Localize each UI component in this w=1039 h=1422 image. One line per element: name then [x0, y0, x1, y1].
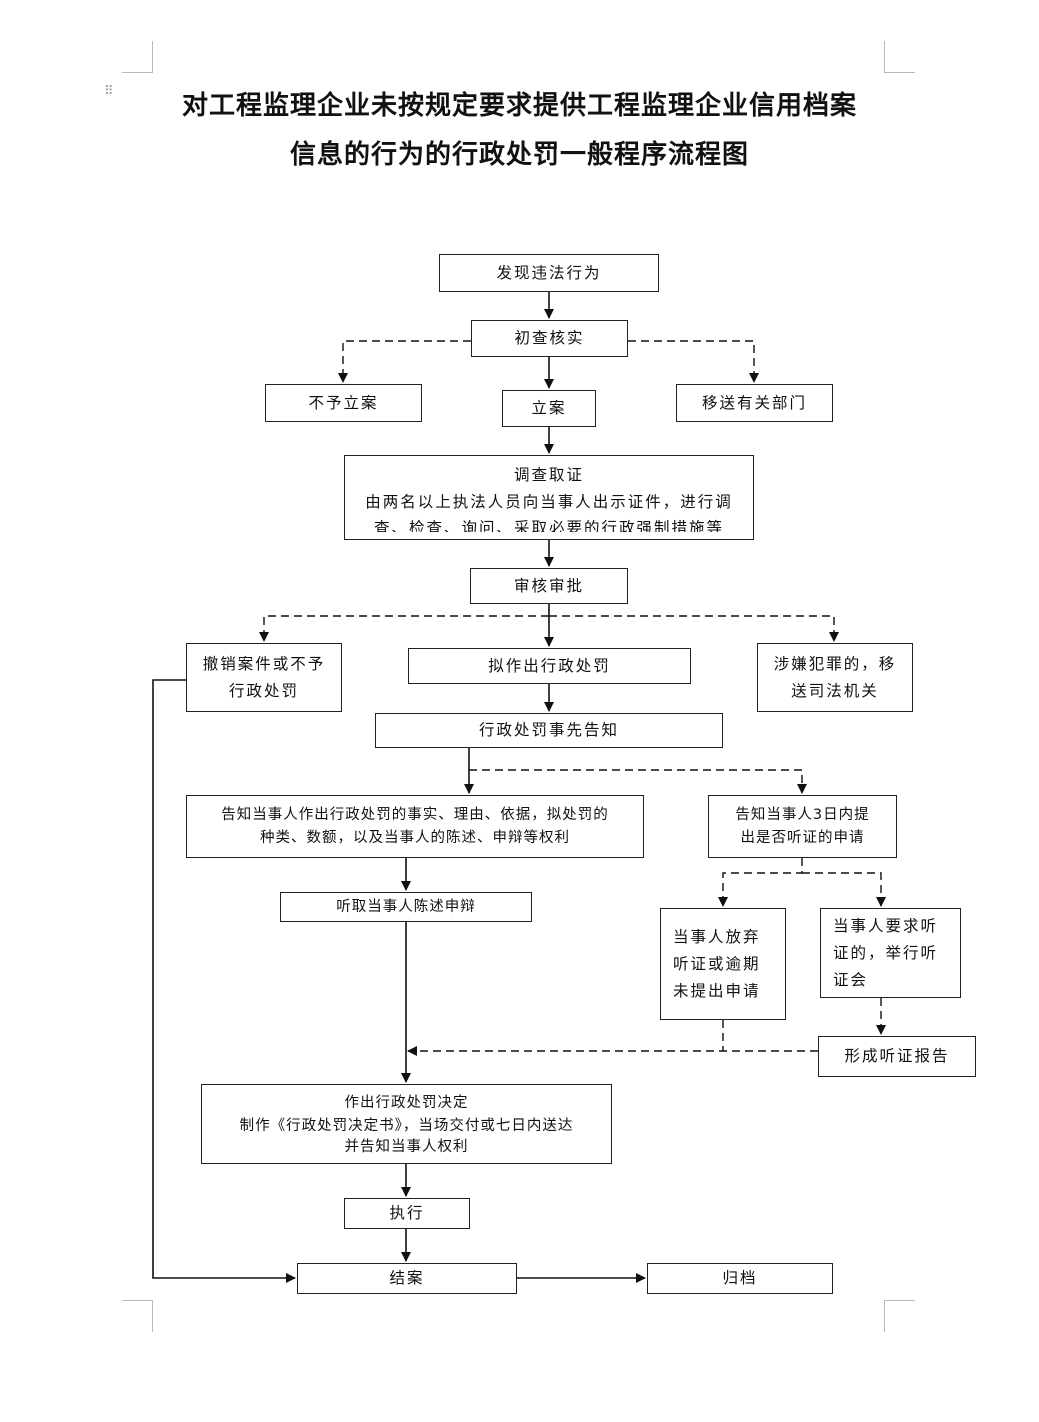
node-prior-notice: 行政处罚事先告知 — [375, 713, 723, 748]
node-notify-hearing-line2: 出是否听证的申请 — [740, 829, 865, 846]
node-criminal-transfer-line2: 送司法机关 — [791, 681, 879, 700]
node-notify-hearing: 告知当事人3日内提 出是否听证的申请 — [708, 795, 897, 858]
arrow-hearing-to-waive — [718, 858, 803, 907]
crop-mark-bottom-left-h — [122, 1300, 153, 1301]
arrow-notice-to-hearing — [469, 769, 807, 794]
node-revoke: 撤销案件或不予 行政处罚 — [186, 643, 342, 712]
node-transfer-department: 移送有关部门 — [676, 384, 833, 422]
arrow-review-to-revoke — [259, 615, 549, 642]
node-no-filing: 不予立案 — [265, 384, 422, 422]
node-investigation-line2: 查、检查、询问、采取必要的行政强制措施等 — [373, 519, 724, 532]
page-title-line1: 对工程监理企业未按规定要求提供工程监理企业信用档案 — [181, 91, 857, 121]
node-close-case-label: 结案 — [389, 1269, 425, 1287]
node-decision: 作出行政处罚决定 制作《行政处罚决定书》，当场交付或七日内送达 并告知当事人权利 — [201, 1084, 612, 1164]
node-discover-label: 发现违法行为 — [496, 263, 602, 282]
crop-mark-bottom-right-h — [884, 1300, 915, 1301]
crop-mark-bottom-right-v — [884, 1300, 885, 1332]
node-revoke-line2: 行政处罚 — [228, 681, 299, 700]
node-review-approval-label: 审核审批 — [513, 576, 584, 595]
node-preliminary-check-label: 初查核实 — [514, 329, 585, 347]
node-draft-penalty: 拟作出行政处罚 — [408, 648, 691, 684]
arrow-hearing-to-request — [802, 872, 886, 907]
node-archive: 归档 — [647, 1263, 833, 1294]
node-investigation: 调查取证 由两名以上执法人员向当事人出示证件，进行调 查、检查、询问、采取必要的… — [344, 455, 754, 540]
node-request-hearing-line3: 证会 — [833, 970, 869, 989]
node-execute: 执行 — [344, 1198, 470, 1229]
node-request-hearing-line1: 当事人要求听 — [833, 916, 939, 935]
node-archive-label: 归档 — [722, 1269, 758, 1287]
node-hear-statement: 听取当事人陈述申辩 — [280, 892, 532, 922]
node-notify-rights-line2: 种类、数额，以及当事人的陈述、申辩等权利 — [260, 829, 570, 846]
node-hearing-report-label: 形成听证报告 — [844, 1047, 950, 1065]
node-waive-hearing-line2: 听证或逾期 — [673, 954, 761, 973]
node-investigation-line1: 由两名以上执法人员向当事人出示证件，进行调 — [365, 493, 733, 511]
move-handle-icon[interactable]: ⠿ — [104, 84, 113, 99]
node-revoke-line1: 撤销案件或不予 — [202, 654, 326, 673]
arrow-check-to-transfer — [628, 340, 759, 383]
node-hearing-report: 形成听证报告 — [818, 1036, 976, 1077]
node-prior-notice-label: 行政处罚事先告知 — [478, 721, 619, 739]
node-close-case: 结案 — [297, 1263, 517, 1294]
node-discover: 发现违法行为 — [439, 254, 659, 292]
node-draft-penalty-label: 拟作出行政处罚 — [488, 656, 611, 675]
crop-mark-bottom-left-v — [152, 1300, 153, 1332]
node-execute-label: 执行 — [389, 1204, 425, 1222]
arrow-revoke-to-close — [152, 679, 296, 1283]
node-notify-rights-line1: 告知当事人作出行政处罚的事实、理由、依据，拟处罚的 — [221, 806, 609, 823]
node-no-filing-label: 不予立案 — [308, 393, 379, 412]
node-decision-line1: 作出行政处罚决定 — [344, 1095, 469, 1111]
node-criminal-transfer-line1: 涉嫌犯罪的，移 — [773, 654, 897, 673]
crop-mark-top-right-v — [884, 41, 885, 73]
node-decision-line3: 并告知当事人权利 — [344, 1139, 469, 1155]
node-filing-label: 立案 — [531, 399, 567, 417]
arrow-check-to-no-filing — [338, 340, 471, 383]
node-request-hearing-line2: 证的，举行听 — [833, 943, 939, 962]
node-waive-hearing-line1: 当事人放弃 — [673, 927, 761, 946]
node-notify-hearing-line1: 告知当事人3日内提 — [735, 806, 870, 823]
page-title-line2: 信息的行为的行政处罚一般程序流程图 — [289, 140, 749, 170]
node-criminal-transfer: 涉嫌犯罪的，移 送司法机关 — [757, 643, 913, 712]
node-transfer-department-label: 移送有关部门 — [701, 393, 807, 412]
node-decision-line2: 制作《行政处罚决定书》，当场交付或七日内送达 — [239, 1118, 574, 1134]
node-hear-statement-label: 听取当事人陈述申辩 — [336, 898, 476, 915]
crop-mark-top-left-v — [152, 41, 153, 73]
arrow-review-to-criminal — [549, 615, 839, 642]
node-notify-rights: 告知当事人作出行政处罚的事实、理由、依据，拟处罚的 种类、数额，以及当事人的陈述… — [186, 795, 644, 858]
node-investigation-title: 调查取证 — [513, 466, 584, 484]
node-request-hearing: 当事人要求听 证的，举行听 证会 — [820, 908, 961, 998]
crop-mark-top-right-h — [884, 72, 915, 73]
node-waive-hearing: 当事人放弃 听证或逾期 未提出申请 — [660, 908, 786, 1020]
node-review-approval: 审核审批 — [470, 568, 628, 604]
node-waive-hearing-line3: 未提出申请 — [673, 981, 761, 1000]
node-filing: 立案 — [502, 390, 596, 427]
crop-mark-top-left-h — [122, 72, 153, 73]
node-preliminary-check: 初查核实 — [471, 320, 628, 357]
